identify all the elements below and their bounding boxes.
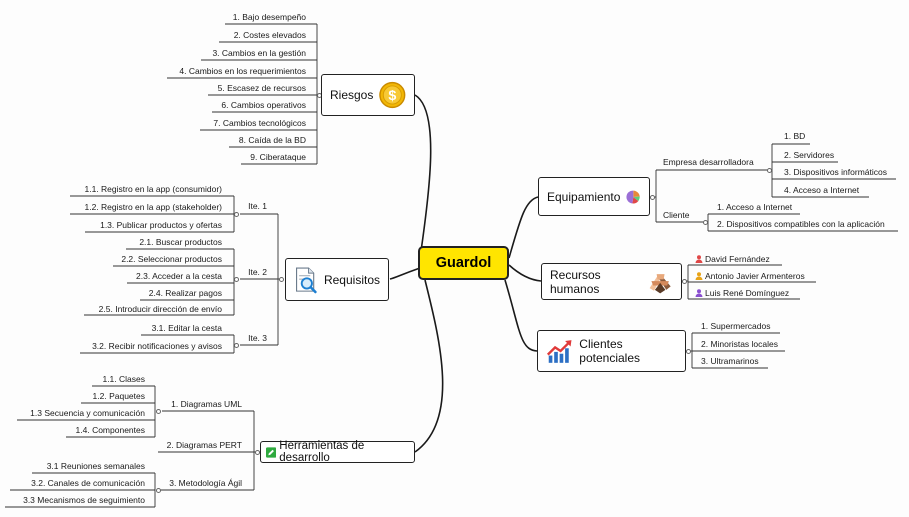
herramienta-item[interactable]: 3.2. Canales de comunicación [31,478,145,488]
riesgos-title: Riesgos [330,88,374,102]
equipamiento-item[interactable]: 3. Dispositivos informáticos [784,167,887,177]
riesgo-item[interactable]: 6. Cambios operativos [221,100,306,110]
equipamiento-item[interactable]: 2. Servidores [784,150,835,160]
cliente-collapse-dot[interactable] [703,220,708,225]
topic-requisitos[interactable]: Requisitos [285,258,389,301]
empresa-collapse-dot[interactable] [767,168,772,173]
herramienta-group-label[interactable]: 2. Diagramas PERT [166,440,242,450]
ite3-collapse-dot[interactable] [234,343,239,348]
growth-chart-icon [546,340,572,363]
equipamiento-title: Equipamiento [547,189,621,204]
clientes-title: Clientes potenciales [579,337,641,365]
pencil-icon [266,446,277,458]
herramienta-item[interactable]: 3.1 Reuniones semanales [46,461,145,471]
topic-riesgos[interactable]: Riesgos $ [321,74,415,116]
equipamiento-item[interactable]: 2. Dispositivos compatibles con la aplic… [717,219,885,229]
requisito-item[interactable]: 3.1. Editar la cesta [151,323,222,333]
person-icon [695,255,703,263]
agil-collapse-dot[interactable] [156,488,161,493]
requisito-item[interactable]: 2.5. Introducir dirección de envío [98,304,222,314]
ite2-collapse-dot[interactable] [234,277,239,282]
requisito-item[interactable]: 1.1. Registro en la app (consumidor) [84,184,223,194]
herramienta-group-label[interactable]: 3. Metodología Ágil [169,478,242,488]
clientes-collapse-dot[interactable] [686,349,691,354]
requisito-item[interactable]: 2.4. Realizar pagos [148,288,222,298]
requisito-group-label[interactable]: Ite. 1 [248,201,267,211]
equipamiento-group-label[interactable]: Empresa desarrolladora [663,157,754,167]
root-title: Guardol [435,255,492,271]
recurso-name: David Fernández [705,254,770,264]
recurso-item[interactable]: Antonio Javier Armenteros [695,271,805,282]
topic-equipamiento[interactable]: Equipamiento [538,177,650,216]
person-icon [695,272,703,280]
requisito-item[interactable]: 2.1. Buscar productos [139,237,222,247]
riesgo-item[interactable]: 2. Costes elevados [233,30,306,40]
requisito-item[interactable]: 2.2. Seleccionar productos [121,254,222,264]
topic-herramientas[interactable]: Herramientas de desarrollo [260,440,415,464]
riesgo-item[interactable]: 9. Ciberataque [250,152,306,162]
cliente-item[interactable]: 2. Minoristas locales [701,339,779,349]
requisitos-title: Requisitos [323,272,380,287]
requisito-item[interactable]: 1.3. Publicar productos y ofertas [100,220,222,230]
uml-collapse-dot[interactable] [156,409,161,414]
riesgo-item[interactable]: 4. Cambios en los requerimientos [179,66,306,76]
herramienta-item[interactable]: 1.2. Paquetes [92,391,145,401]
recurso-name: Luis René Domínguez [705,288,790,298]
riesgo-item[interactable]: 3. Cambios en la gestión [212,48,306,58]
riesgo-item[interactable]: 7. Cambios tecnológicos [213,118,306,128]
herramientas-title: Herramientas de desarrollo [279,440,365,464]
herramientas-collapse-dot[interactable] [255,450,260,455]
herramienta-item[interactable]: 1.3 Secuencia y comunicación [30,408,145,418]
recurso-item[interactable]: Luis René Domínguez [695,288,789,299]
requisito-group-label[interactable]: Ite. 3 [248,333,267,343]
recursos-collapse-dot[interactable] [682,279,687,284]
equipamiento-item[interactable]: 4. Acceso a Internet [784,185,860,195]
topic-recursos-humanos[interactable]: Recursos humanos [541,263,682,300]
cliente-item[interactable]: 3. Ultramarinos [701,356,759,366]
equipamiento-item[interactable]: 1. Acceso a Internet [717,202,793,212]
requisitos-collapse-dot[interactable] [279,277,284,282]
requisito-group-label[interactable]: Ite. 2 [248,267,267,277]
svg-text:$: $ [389,88,397,104]
equipamiento-collapse-dot[interactable] [650,195,655,200]
pie-chart-icon [626,190,641,203]
coin-dollar-icon: $ [379,81,406,109]
herramienta-group-label[interactable]: 1. Diagramas UML [171,399,242,409]
riesgo-item[interactable]: 1. Bajo desempeño [232,12,306,22]
cliente-item[interactable]: 1. Supermercados [701,321,771,331]
recurso-name: Antonio Javier Armenteros [705,271,805,281]
herramienta-item[interactable]: 1.4. Componentes [75,425,145,435]
equipamiento-group-label[interactable]: Cliente [663,210,690,220]
herramienta-item[interactable]: 1.1. Clases [102,374,145,384]
requisito-item[interactable]: 2.3. Acceder a la cesta [136,271,222,281]
hands-icon [649,273,671,293]
document-search-icon [296,266,317,293]
recurso-item[interactable]: David Fernández [695,254,770,265]
topic-clientes-potenciales[interactable]: Clientes potenciales [537,330,686,372]
herramienta-item[interactable]: 3.3 Mecanismos de seguimiento [23,495,145,505]
equipamiento-item[interactable]: 1. BD [784,131,806,141]
riesgo-item[interactable]: 8. Caída de la BD [238,135,306,145]
requisito-item[interactable]: 1.2. Registro en la app (stakeholder) [84,202,223,212]
ite1-collapse-dot[interactable] [234,212,239,217]
person-icon [695,289,703,297]
riesgo-item[interactable]: 5. Escasez de recursos [217,83,306,93]
root-topic-guardol[interactable]: Guardol [418,246,509,280]
requisito-item[interactable]: 3.2. Recibir notificaciones y avisos [92,341,222,351]
recursos-title: Recursos humanos [550,267,601,296]
